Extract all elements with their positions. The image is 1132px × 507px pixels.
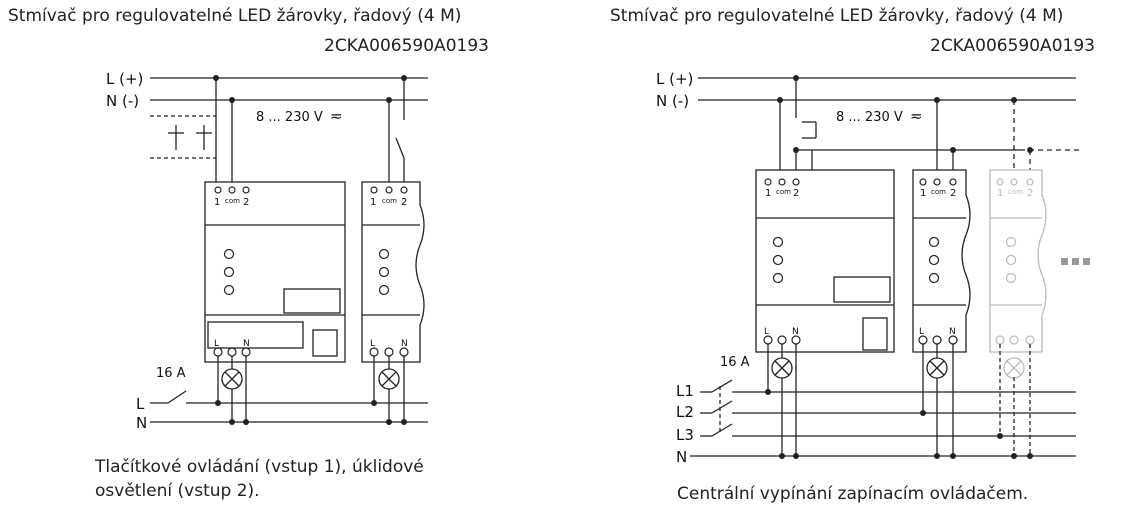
right-m3-terminal-1-label: 1 [997,188,1003,199]
right-fuse-label: 16 A [720,355,750,370]
right-m2-terminal-com-label: com [931,188,946,196]
right-m2-terminal-1-label: 1 [920,188,926,199]
right-supply-N-label: N [676,448,687,466]
right-m2-out-N-label: N [949,327,956,337]
right-bus-N-label: N (-) [656,92,689,110]
left-dimmer-module-2 [361,181,425,363]
left-m1-terminal-2-label: 2 [243,197,249,208]
right-product-code: 2CKA006590A0193 [930,36,1095,56]
right-m3-terminal-com-label: com [1008,188,1023,196]
left-fuse-label: 16 A [156,366,186,381]
left-m2-terminal-1-label: 1 [370,197,376,208]
left-caption-line1: Tlačítkové ovládání (vstup 1), úklidové [95,457,424,477]
left-voltage-label: 8 ... 230 V [256,110,323,125]
right-bus-L-label: L (+) [656,70,693,88]
more-modules-ellipsis [1061,258,1090,265]
left-bus-N-label: N (-) [106,92,139,110]
right-dimmer-module-2 [912,169,971,353]
left-supply-L-label: L [136,395,145,413]
right-m2-terminal-2-label: 2 [950,188,956,199]
right-wiring-diagram: 1 com 2 L N 1 com 2 L N [656,70,1090,466]
left-caption: Tlačítkové ovládání (vstup 1), úklidové … [95,455,424,503]
left-m2-out-N-label: N [401,339,408,349]
left-m2-out-L-label: L [370,339,375,349]
left-supply-N-label: N [136,414,147,432]
left-product-code: 2CKA006590A0193 [324,36,489,56]
left-m2-terminal-com-label: com [382,197,397,205]
right-m1-terminal-2-label: 2 [793,188,799,199]
left-voltage-symbol: ≂ [330,107,343,125]
left-caption-line2: osvětlení (vstup 2). [95,481,260,501]
left-m1-out-L-label: L [214,339,219,349]
left-title: Stmívač pro regulovatelné LED žárovky, ř… [8,6,462,26]
right-m1-out-L-label: L [764,327,769,337]
right-m3-terminal-2-label: 2 [1027,188,1033,199]
right-supply-L1-label: L1 [676,382,694,400]
right-supply-L2-label: L2 [676,403,694,421]
right-supply-L3-label: L3 [676,426,694,444]
left-m2-terminal-2-label: 2 [401,197,407,208]
right-m1-terminal-1-label: 1 [765,188,771,199]
right-diagram-panel: Stmívač pro regulovatelné LED žárovky, ř… [580,0,1132,507]
right-title: Stmívač pro regulovatelné LED žárovky, ř… [610,6,1064,26]
left-m1-terminal-1-label: 1 [214,197,220,208]
right-caption: Centrální vypínání zapínacím ovládačem. [677,484,1029,504]
right-voltage-symbol: ≂ [910,107,923,125]
left-bus-L-label: L (+) [106,70,143,88]
left-m1-terminal-com-label: com [225,197,240,205]
left-m1-out-N-label: N [243,339,250,349]
right-voltage-label: 8 ... 230 V [836,110,903,125]
left-diagram-panel: Stmívač pro regulovatelné LED žárovky, ř… [0,0,560,507]
right-m1-terminal-com-label: com [776,188,791,196]
right-m1-out-N-label: N [792,327,799,337]
right-m2-out-L-label: L [919,327,924,337]
left-wiring-diagram: 1 com 2 L N 1 com 2 L N [106,70,428,432]
right-dimmer-module-3-ghost [989,169,1047,353]
